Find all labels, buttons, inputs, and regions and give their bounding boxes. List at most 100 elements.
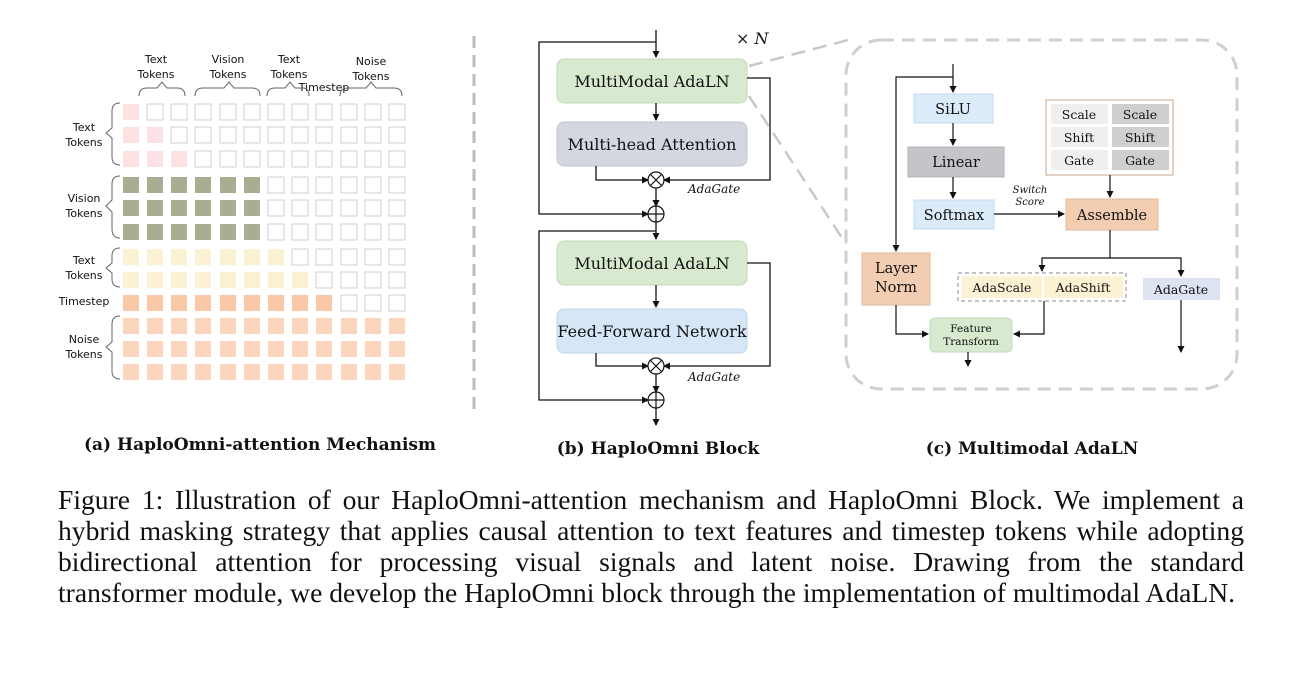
mask-cell-attend <box>341 364 357 380</box>
mask-cell-attend <box>195 341 211 357</box>
mask-cell-masked <box>388 199 406 217</box>
mask-cell-attend <box>389 364 405 380</box>
ffn-box <box>556 308 748 354</box>
mask-cell-attend <box>171 177 187 193</box>
silu-box <box>913 93 994 124</box>
mask-cell-masked <box>291 150 309 168</box>
mask-cell-attend <box>244 177 260 193</box>
param-cell: Shift <box>1125 130 1155 145</box>
mask-cell-masked <box>315 126 333 144</box>
mask-cell-attend <box>171 364 187 380</box>
softmax-box <box>913 199 995 230</box>
mask-cell-attend <box>195 295 211 311</box>
mask-cell-masked <box>291 103 309 121</box>
mask-cell-attend <box>147 249 163 265</box>
mask-cell-attend <box>220 364 236 380</box>
feature-transform-box <box>929 317 1013 353</box>
mask-cell-attend <box>195 249 211 265</box>
mask-cell-attend <box>195 364 211 380</box>
mask-cell-masked <box>291 223 309 241</box>
mask-cell-masked <box>340 294 358 312</box>
mask-cell-attend <box>147 224 163 240</box>
mask-cell-attend <box>123 295 139 311</box>
mask-cell-masked <box>243 103 261 121</box>
mask-cell-masked <box>315 103 333 121</box>
mask-cell-attend <box>244 318 260 334</box>
mask-cell-masked <box>364 223 382 241</box>
mask-cell-masked <box>170 103 188 121</box>
mask-cell-attend <box>341 341 357 357</box>
mask-cell-attend <box>365 341 381 357</box>
mask-cell-attend <box>123 364 139 380</box>
mask-cell-attend <box>316 364 332 380</box>
ada-gate-label: AdaGate <box>1153 282 1208 297</box>
mask-cell-attend <box>171 318 187 334</box>
mask-cell-masked <box>388 271 406 289</box>
mask-cell-attend <box>316 341 332 357</box>
attention-mask-grid <box>123 103 406 380</box>
mask-cell-attend <box>171 200 187 216</box>
mask-cell-attend <box>268 249 284 265</box>
mask-cell-masked <box>315 176 333 194</box>
mask-cell-masked <box>340 126 358 144</box>
mask-cell-attend <box>341 318 357 334</box>
attention-box <box>556 121 748 167</box>
mask-cell-attend <box>171 272 187 288</box>
mask-cell-masked <box>315 248 333 266</box>
zoom-connector <box>747 38 849 245</box>
mask-cell-masked <box>267 176 285 194</box>
mask-cell-attend <box>123 318 139 334</box>
mask-cell-masked <box>315 223 333 241</box>
mask-cell-masked <box>340 271 358 289</box>
mask-cell-masked <box>388 103 406 121</box>
mask-cell-attend <box>147 364 163 380</box>
mask-cell-attend <box>171 249 187 265</box>
mask-cell-attend <box>123 249 139 265</box>
mask-cell-attend <box>123 224 139 240</box>
add-op-2 <box>647 391 665 409</box>
param-table: Scale Scale Shift Shift Gate Gate <box>1051 104 1169 170</box>
ada-scale-label: AdaScale <box>972 280 1032 295</box>
mask-cell-masked <box>267 150 285 168</box>
layer-norm-box <box>861 252 931 306</box>
mask-cell-masked <box>364 103 382 121</box>
panel-c-caption: (c) Multimodal AdaLN <box>926 439 1139 459</box>
assemble-label: Assemble <box>1076 208 1147 224</box>
linear-label: Linear <box>932 155 980 171</box>
mask-cell-attend <box>220 272 236 288</box>
mask-cell-attend <box>268 272 284 288</box>
mask-cell-masked <box>364 248 382 266</box>
mask-cell-masked <box>388 176 406 194</box>
mask-cell-attend <box>147 200 163 216</box>
param-cell: Shift <box>1064 130 1094 145</box>
mask-cell-masked <box>364 150 382 168</box>
mask-cell-masked <box>219 103 237 121</box>
mask-cell-attend <box>171 341 187 357</box>
mask-cell-attend <box>389 318 405 334</box>
mask-cell-masked <box>194 103 212 121</box>
panel-b-caption: (b) HaploOmni Block <box>557 439 761 459</box>
mask-cell-attend <box>195 200 211 216</box>
linear-box <box>907 146 1005 178</box>
mask-cell-attend <box>220 177 236 193</box>
adaln-box-1 <box>556 58 748 104</box>
ada-scale-shift-group <box>957 272 1127 302</box>
mask-cell-attend <box>195 318 211 334</box>
mask-cell-masked <box>291 126 309 144</box>
mask-cell-masked <box>340 150 358 168</box>
ffn-label: Feed-Forward Network <box>557 322 746 341</box>
mask-cell-attend <box>195 177 211 193</box>
mask-cell-attend <box>123 272 139 288</box>
panel-c-frame <box>844 38 1239 391</box>
mask-cell-masked <box>388 126 406 144</box>
mask-cell-attend <box>244 200 260 216</box>
mask-cell-attend <box>220 318 236 334</box>
mask-cell-masked <box>340 223 358 241</box>
mask-cell-masked <box>291 199 309 217</box>
mask-cell-attend <box>123 127 139 143</box>
silu-label: SiLU <box>935 102 971 118</box>
mask-cell-attend <box>123 151 139 167</box>
mask-cell-masked <box>219 126 237 144</box>
add-op-1 <box>647 205 665 223</box>
